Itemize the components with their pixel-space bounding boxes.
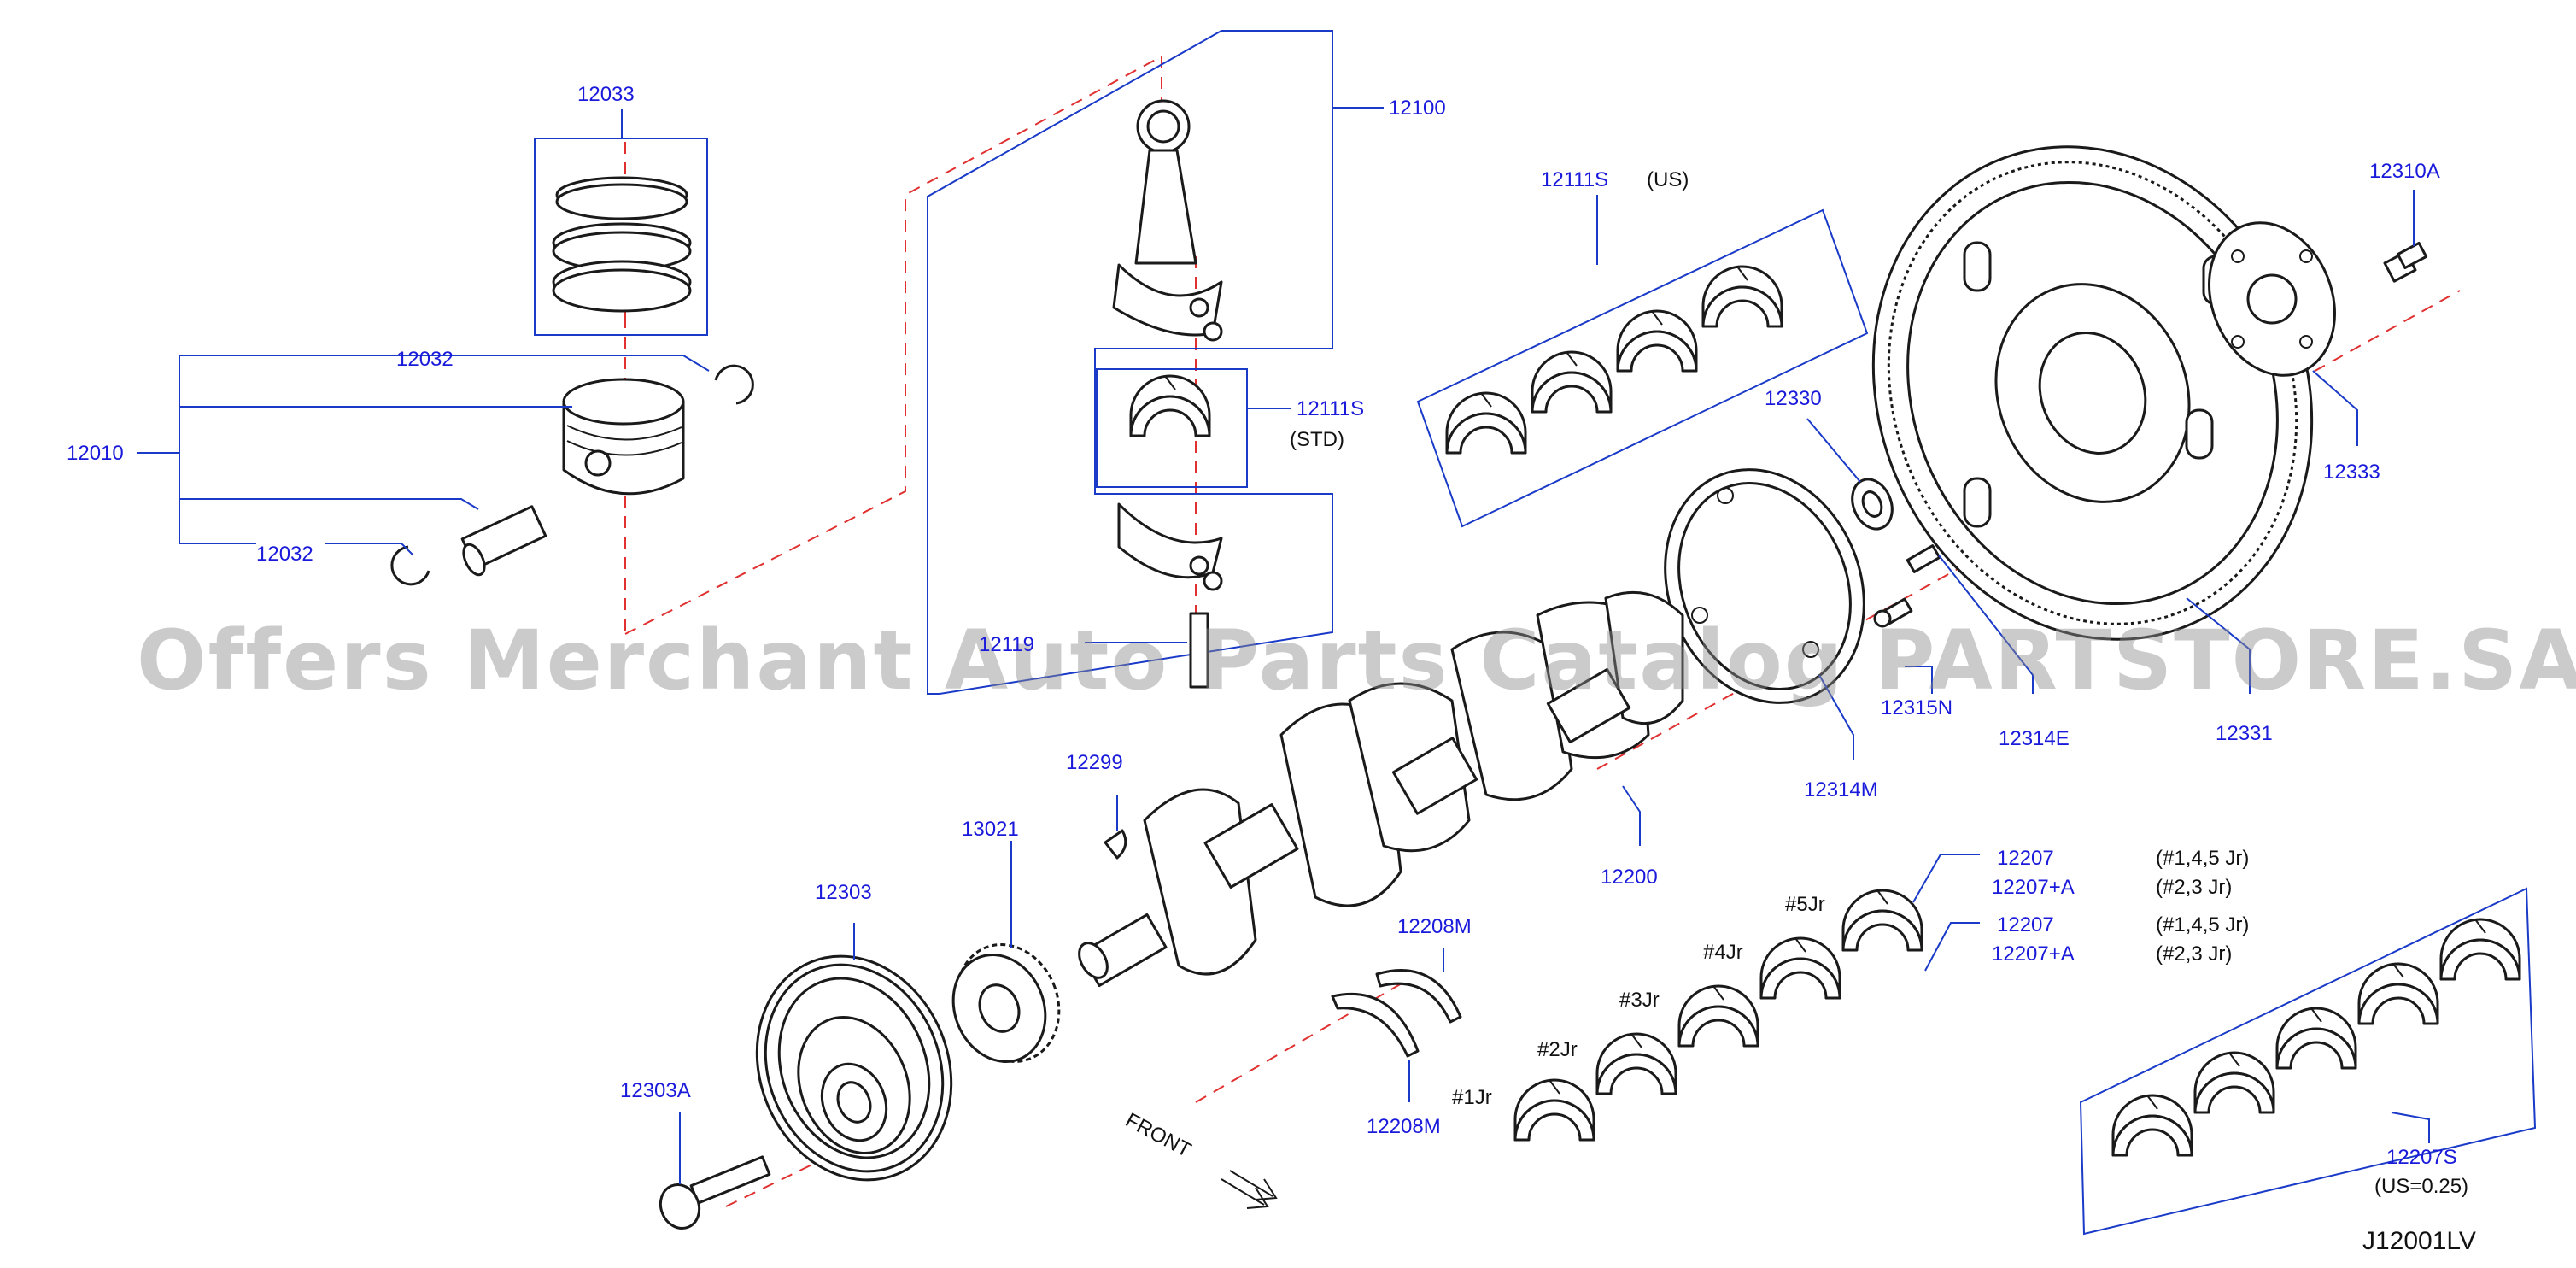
label-12207-2[interactable]: 12207	[1997, 913, 2054, 936]
note-jr145-b: (#1,4,5 Jr)	[2156, 913, 2249, 936]
label-13021[interactable]: 13021	[962, 818, 1019, 841]
thrust-washers-12208m[interactable]	[1331, 969, 1462, 1058]
note-jr23-a: (#2,3 Jr)	[2156, 876, 2232, 899]
note-jr2: #2Jr	[1537, 1038, 1578, 1061]
pilot-bushing-12330[interactable]	[1845, 473, 1899, 535]
diagram-code: J12001LV	[2362, 1227, 2476, 1255]
crankshaft-sprocket-13021[interactable]	[938, 929, 1076, 1077]
label-12032-bottom[interactable]: 12032	[256, 543, 313, 566]
label-12100[interactable]: 12100	[1389, 97, 1446, 120]
note-std: (STD)	[1290, 428, 1344, 451]
watermark: Offers Merchant Auto Parts Catalog PARTS…	[137, 613, 2576, 708]
main-bearings-12207[interactable]	[1513, 889, 1923, 1142]
main-bearings-12111s-us[interactable]	[1416, 208, 1869, 528]
note-us025: (US=0.25)	[2374, 1175, 2468, 1198]
crankshaft-12200[interactable]	[1074, 590, 1684, 988]
label-12208m-top[interactable]: 12208M	[1397, 915, 1472, 938]
pulley-bolt-12303a[interactable]	[654, 1155, 771, 1234]
crankshaft-pulley-12303[interactable]	[724, 927, 984, 1210]
dowel-pin-12314e[interactable]	[1906, 544, 1941, 573]
label-12310a[interactable]: 12310A	[2369, 160, 2440, 183]
note-jr23-b: (#2,3 Jr)	[2156, 942, 2232, 966]
label-12032-top[interactable]: 12032	[396, 348, 454, 371]
label-12303a[interactable]: 12303A	[620, 1079, 691, 1102]
note-jr1: #1Jr	[1452, 1086, 1492, 1109]
front-direction-arrow	[1221, 1170, 1278, 1209]
signal-plate-12314m[interactable]	[1631, 439, 1899, 733]
woodruff-key-12299[interactable]	[1104, 829, 1127, 860]
label-12303[interactable]: 12303	[815, 881, 872, 904]
piston-rings-12033[interactable]	[534, 138, 708, 336]
note-us: (US)	[1647, 168, 1689, 191]
label-12119[interactable]: 12119	[979, 633, 1034, 656]
label-12033[interactable]: 12033	[577, 83, 635, 106]
bolt-12315n[interactable]	[1873, 597, 1913, 628]
label-12207-1[interactable]: 12207	[1997, 847, 2054, 870]
note-front: FRONT	[1121, 1108, 1195, 1162]
label-12314e[interactable]: 12314E	[1999, 727, 2070, 750]
label-12207s[interactable]: 12207S	[2386, 1146, 2457, 1169]
note-jr3: #3Jr	[1619, 989, 1660, 1012]
label-12207a-2[interactable]: 12207+A	[1992, 942, 2075, 966]
notes: (#1,4,5 Jr) (#2,3 Jr) (#1,4,5 Jr) (#2,3 …	[1121, 847, 2476, 1255]
flywheel-12331[interactable]	[1800, 80, 2385, 706]
label-12010[interactable]: 12010	[67, 442, 124, 465]
label-12330[interactable]: 12330	[1765, 387, 1822, 410]
piston-assembly-12010[interactable]	[390, 364, 754, 586]
note-jr145-a: (#1,4,5 Jr)	[2156, 847, 2249, 870]
note-jr5: #5Jr	[1785, 893, 1825, 916]
part-labels: 12033 12032 12010 12032 12100 12111S (ST…	[67, 83, 2457, 1169]
connecting-rod-12100[interactable]	[927, 30, 1333, 695]
label-12333[interactable]: 12333	[2323, 461, 2380, 484]
label-12111s-us[interactable]: 12111S	[1541, 168, 1608, 191]
label-12111s-std[interactable]: 12111S	[1297, 397, 1364, 420]
main-bearings-12207s[interactable]	[2079, 887, 2537, 1236]
leader-lines	[137, 107, 2430, 1184]
reinforcement-plate-12333[interactable]	[2187, 203, 2357, 394]
note-jr4: #4Jr	[1703, 941, 1743, 964]
label-12331[interactable]: 12331	[2216, 722, 2273, 745]
flywheel-bolt-12310a[interactable]	[2383, 241, 2428, 283]
label-12207a-1[interactable]: 12207+A	[1992, 876, 2075, 899]
label-12200[interactable]: 12200	[1601, 866, 1658, 889]
label-12314m[interactable]: 12314M	[1804, 778, 1878, 801]
label-12299[interactable]: 12299	[1066, 751, 1123, 774]
label-12315n[interactable]: 12315N	[1881, 696, 1952, 719]
label-12208m-bottom[interactable]: 12208M	[1367, 1115, 1441, 1138]
